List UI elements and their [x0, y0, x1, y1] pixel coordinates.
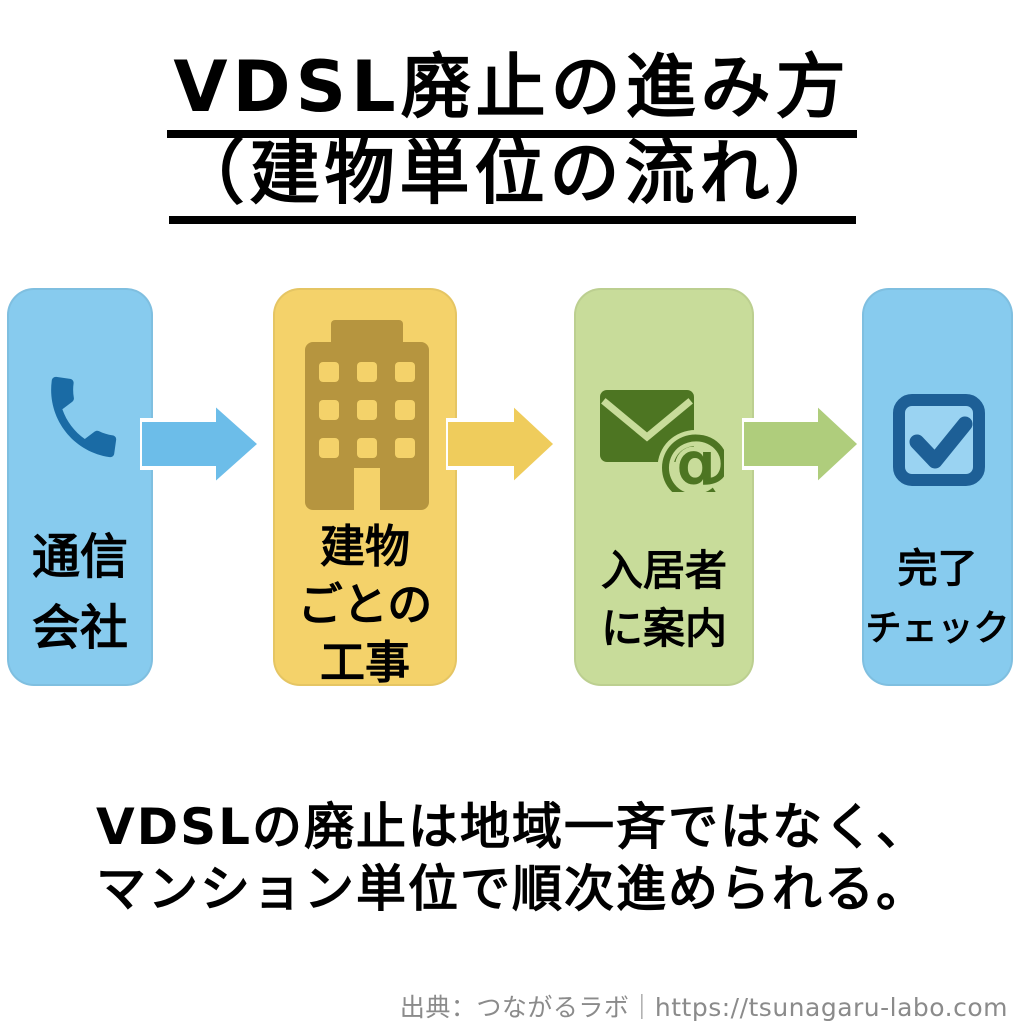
building-icon: [305, 320, 429, 510]
arrow-right-icon: [742, 400, 863, 490]
step-completion-check: 完了 チェック: [862, 288, 1013, 686]
summary-line-2: マンション単位で順次進められる。: [96, 860, 928, 918]
step-label-telecom-company: 通信 会社: [31, 529, 128, 656]
step-per-building-construction: 建物 ごとの 工事: [273, 288, 457, 689]
step-notify-residents: @ 入居者 に案内: [574, 288, 754, 686]
summary-line-1: VDSLの廃止は地域一斉ではなく、: [95, 798, 929, 856]
phone-icon: [51, 376, 117, 458]
summary-text: VDSLの廃止は地域一斉ではなく、 マンション単位で順次進められる。: [0, 796, 1024, 920]
step-telecom-company: 通信 会社: [7, 288, 153, 686]
checkmark: [909, 416, 973, 469]
arrow-right-icon: [140, 400, 264, 490]
title-line-1: VDSL廃止の進み方: [167, 52, 857, 138]
building-windows: [319, 362, 415, 458]
envelope-body: [600, 390, 694, 462]
building-door: [354, 468, 380, 510]
building-body: [305, 342, 429, 510]
source-credit-text: 出典：つながるラボ｜https://tsunagaru-labo.com: [399, 993, 1008, 1022]
title-line-2: （建物単位の流れ）: [168, 138, 856, 224]
source-credit: 出典：つながるラボ｜https://tsunagaru-labo.com: [400, 988, 1008, 1024]
envelope-flap: [601, 398, 693, 442]
page-title: VDSL廃止の進み方 （建物単位の流れ）: [0, 52, 1024, 224]
arrow-right-icon: [446, 400, 559, 490]
step-label-per-building-construction: 建物 ごとの 工事: [297, 520, 433, 689]
at-symbol-icon: @: [657, 417, 724, 492]
checkbox-check-icon: [893, 394, 985, 486]
step-label-notify-residents: 入居者 に案内: [600, 546, 727, 653]
mail-icon: @: [600, 390, 724, 492]
step-label-completion-check: 完了 チェック: [865, 546, 1010, 649]
